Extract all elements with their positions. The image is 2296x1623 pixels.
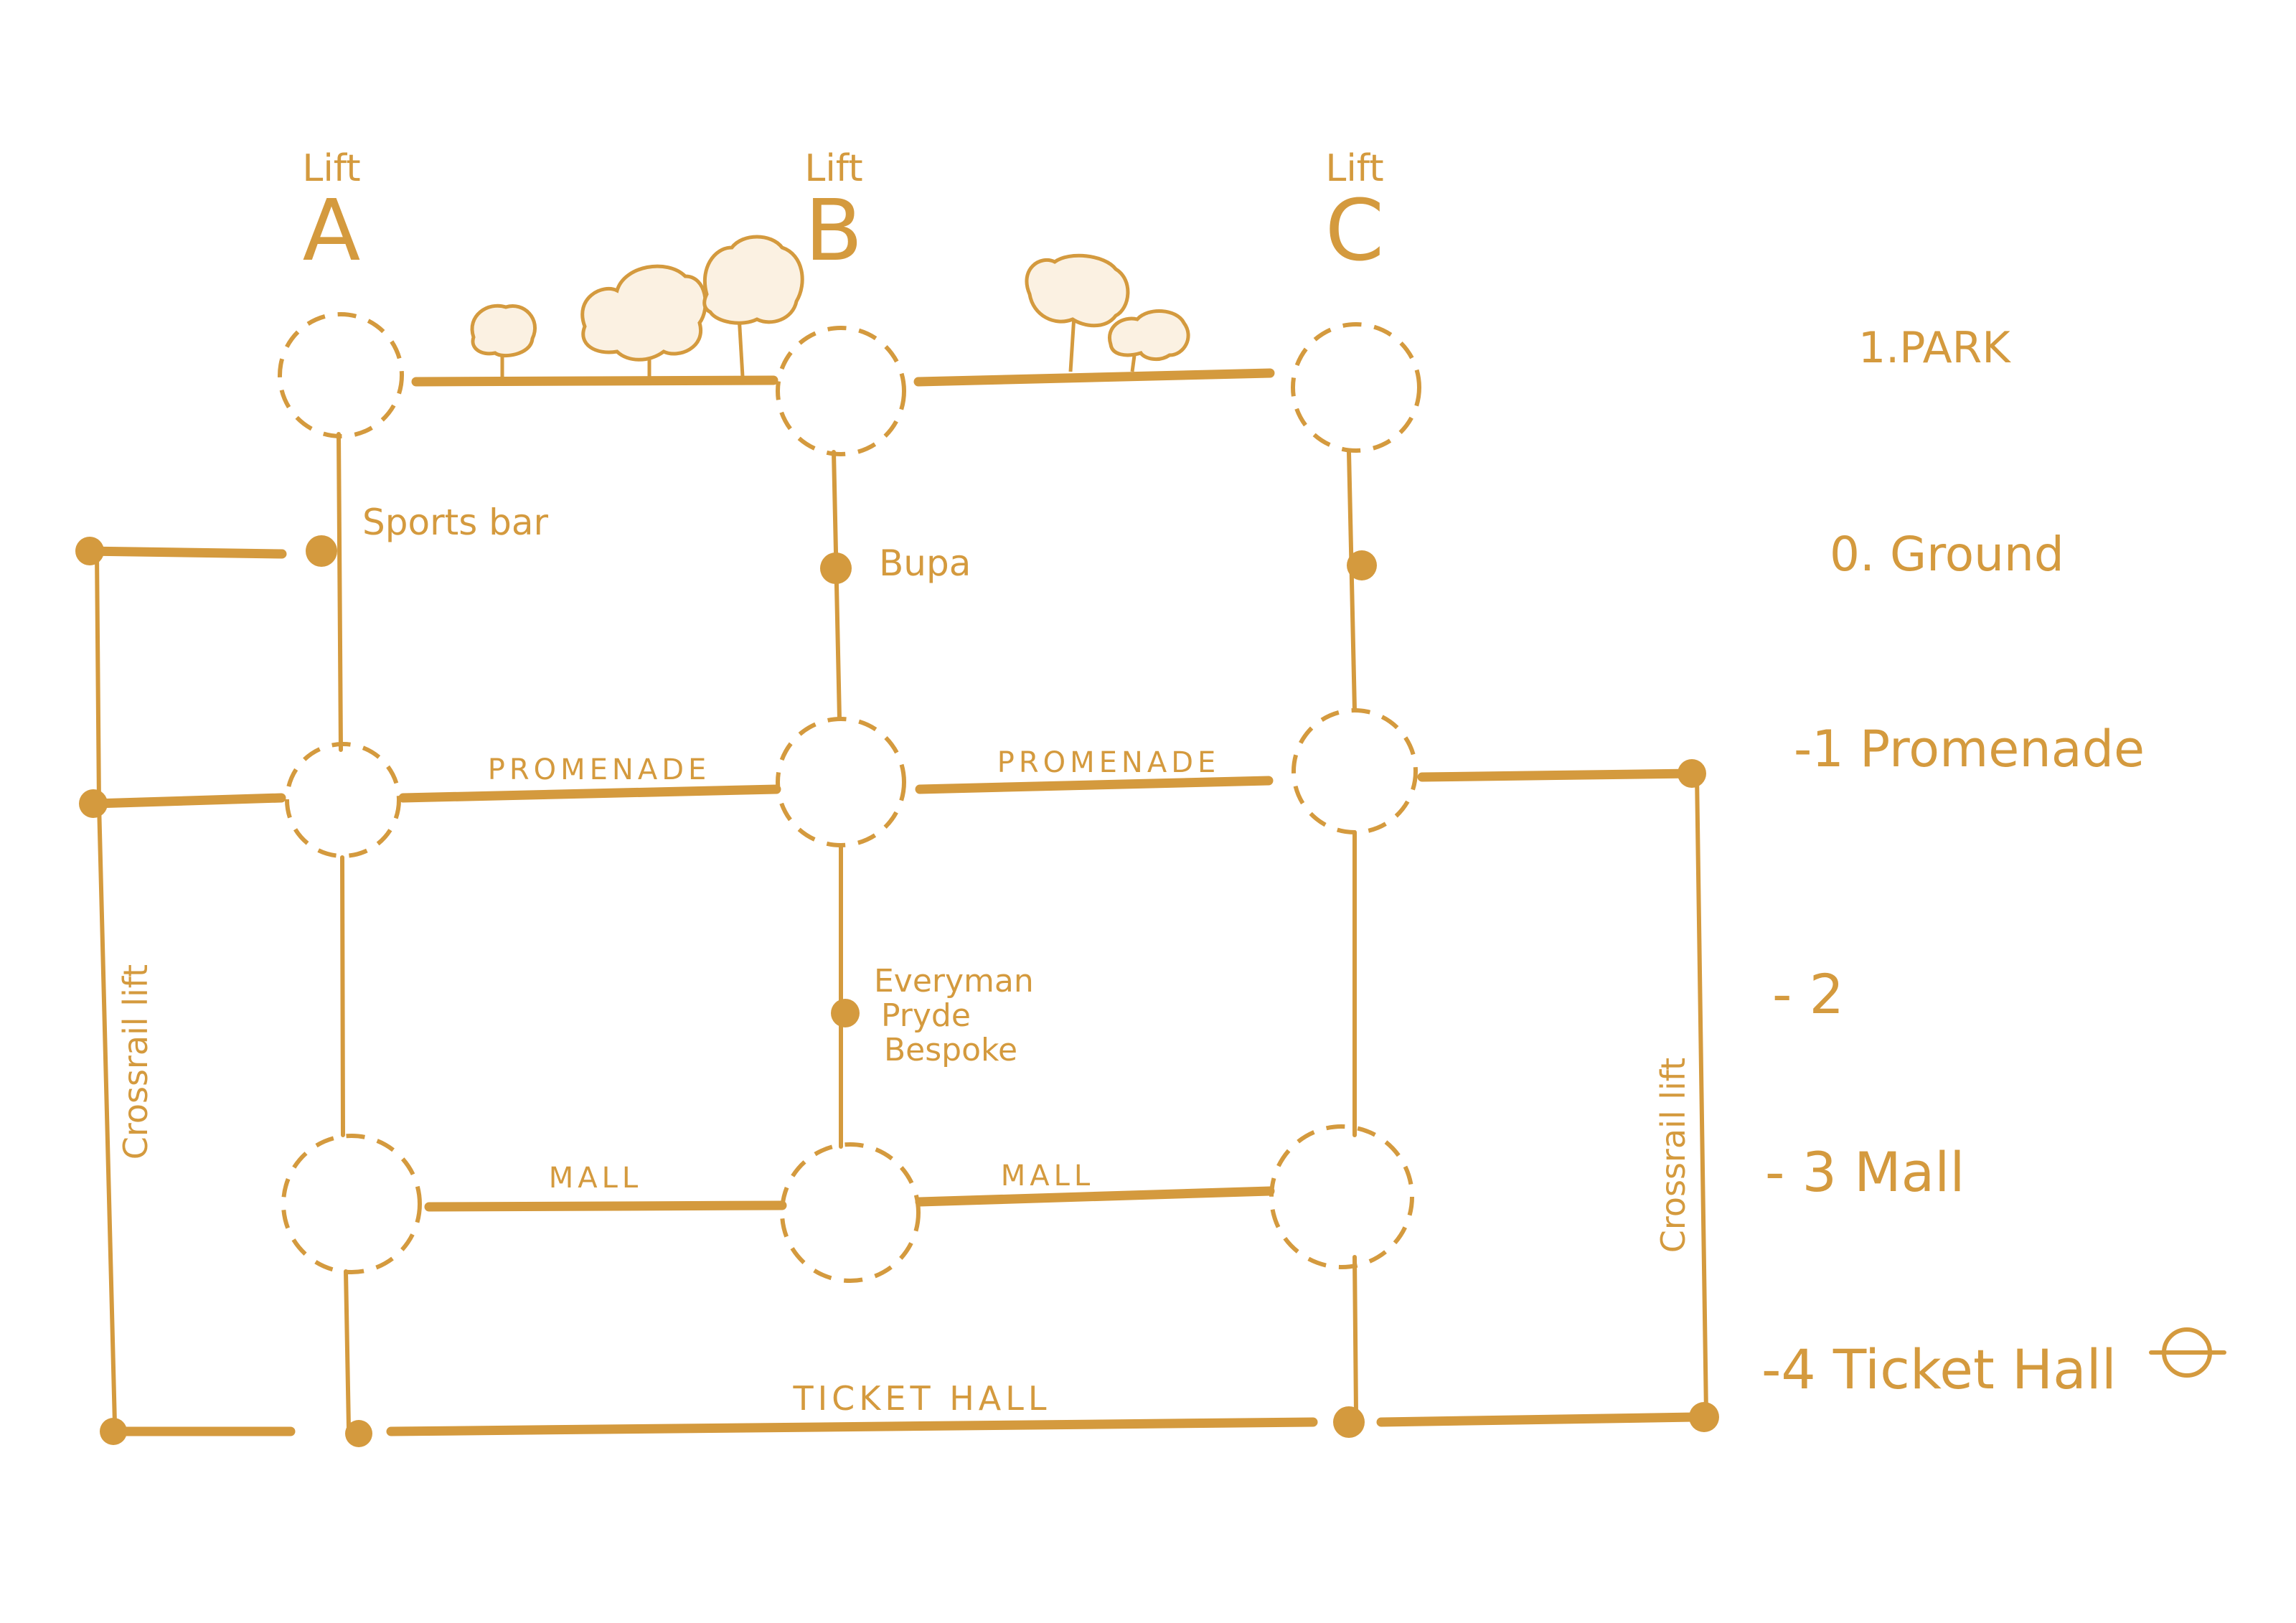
dot-ticket-hall-c[interactable]	[1333, 1406, 1365, 1438]
dot-ticket-hall-a[interactable]	[345, 1420, 372, 1447]
park-trees-left	[470, 235, 804, 379]
tree-icon	[702, 235, 804, 377]
lift-stations	[278, 312, 1421, 1283]
level-label-minus2: - 2	[1772, 962, 1844, 1026]
ticket-hall-walkways	[108, 1412, 1700, 1436]
dot-b-minus2[interactable]	[831, 999, 860, 1027]
promenade-walkways	[90, 768, 1697, 809]
station-b-mall[interactable]	[780, 1142, 921, 1283]
level-label-promenade: -1 Promenade	[1794, 720, 2145, 778]
station-a-promenade[interactable]	[285, 742, 401, 858]
stop-label-pryde: Pryde	[881, 997, 971, 1034]
tree-icon	[1025, 253, 1130, 372]
dot-promenade-right-end[interactable]	[1678, 759, 1706, 788]
station-c-park[interactable]	[1291, 322, 1421, 453]
corridor-label-ticket-hall: TICKET HALL	[792, 1379, 1050, 1418]
corridor-label-promenade-left: PROMENADE	[488, 753, 711, 786]
level-label-mall: - 3 Mall	[1765, 1140, 1965, 1204]
stop-label-sports-bar: Sports bar	[362, 502, 549, 543]
lift-a-letter: A	[303, 181, 361, 280]
stop-label-bupa: Bupa	[879, 542, 971, 584]
dot-promenade-left-end[interactable]	[79, 789, 108, 818]
tree-icon	[470, 304, 537, 379]
stop-label-bespoke: Bespoke	[884, 1032, 1017, 1068]
park-walkways	[411, 368, 1275, 387]
crossrail-label-right: Crossrail lift	[1654, 1058, 1693, 1253]
lift-a-small-label: Lift	[302, 147, 360, 190]
lift-c-small-label: Lift	[1325, 147, 1383, 190]
lift-c-letter: C	[1325, 181, 1384, 280]
level-label-park: 1.PARK	[1858, 323, 2011, 373]
crossrail-label-left: Crossrail lift	[116, 964, 155, 1159]
mall-walkways	[424, 1186, 1275, 1212]
dot-ticket-hall-right-end[interactable]	[1689, 1402, 1719, 1432]
dot-ticket-hall-far-left[interactable]	[100, 1418, 127, 1445]
lift-b-letter: B	[805, 181, 863, 280]
shaft-c	[1347, 450, 1358, 1416]
park-trees-right	[1025, 253, 1190, 372]
level-label-ticket-hall: -4 Ticket Hall	[1761, 1337, 2117, 1401]
corridor-label-promenade-right: PROMENADE	[997, 746, 1220, 779]
shaft-b	[832, 450, 843, 1149]
tree-icon	[580, 264, 707, 379]
shaft-a	[337, 432, 351, 1430]
stop-label-everyman: Everyman	[874, 963, 1034, 999]
corridor-label-mall-left: MALL	[549, 1162, 642, 1195]
station-b-park[interactable]	[776, 326, 906, 456]
ground-walkway	[81, 546, 287, 559]
station-c-promenade[interactable]	[1292, 708, 1418, 834]
station-c-mall[interactable]	[1269, 1124, 1414, 1269]
dot-bupa[interactable]	[820, 552, 852, 584]
station-a-park[interactable]	[278, 312, 404, 438]
dot-c-ground[interactable]	[1347, 550, 1377, 580]
dot-ground-left-end[interactable]	[75, 537, 104, 565]
level-label-ground: 0. Ground	[1830, 527, 2064, 582]
corridor-label-mall-right: MALL	[1001, 1159, 1094, 1192]
station-b-promenade[interactable]	[776, 717, 906, 847]
dot-sports-bar[interactable]	[306, 535, 337, 567]
lift-b-small-label: Lift	[804, 147, 862, 190]
crossrail-lift-right	[1695, 773, 1708, 1417]
stop-dots	[75, 535, 1719, 1447]
station-a-mall[interactable]	[281, 1134, 422, 1274]
tree-icon	[1108, 309, 1190, 372]
underground-roundel-icon	[2149, 1327, 2226, 1378]
crossrail-lift-left	[95, 550, 117, 1426]
